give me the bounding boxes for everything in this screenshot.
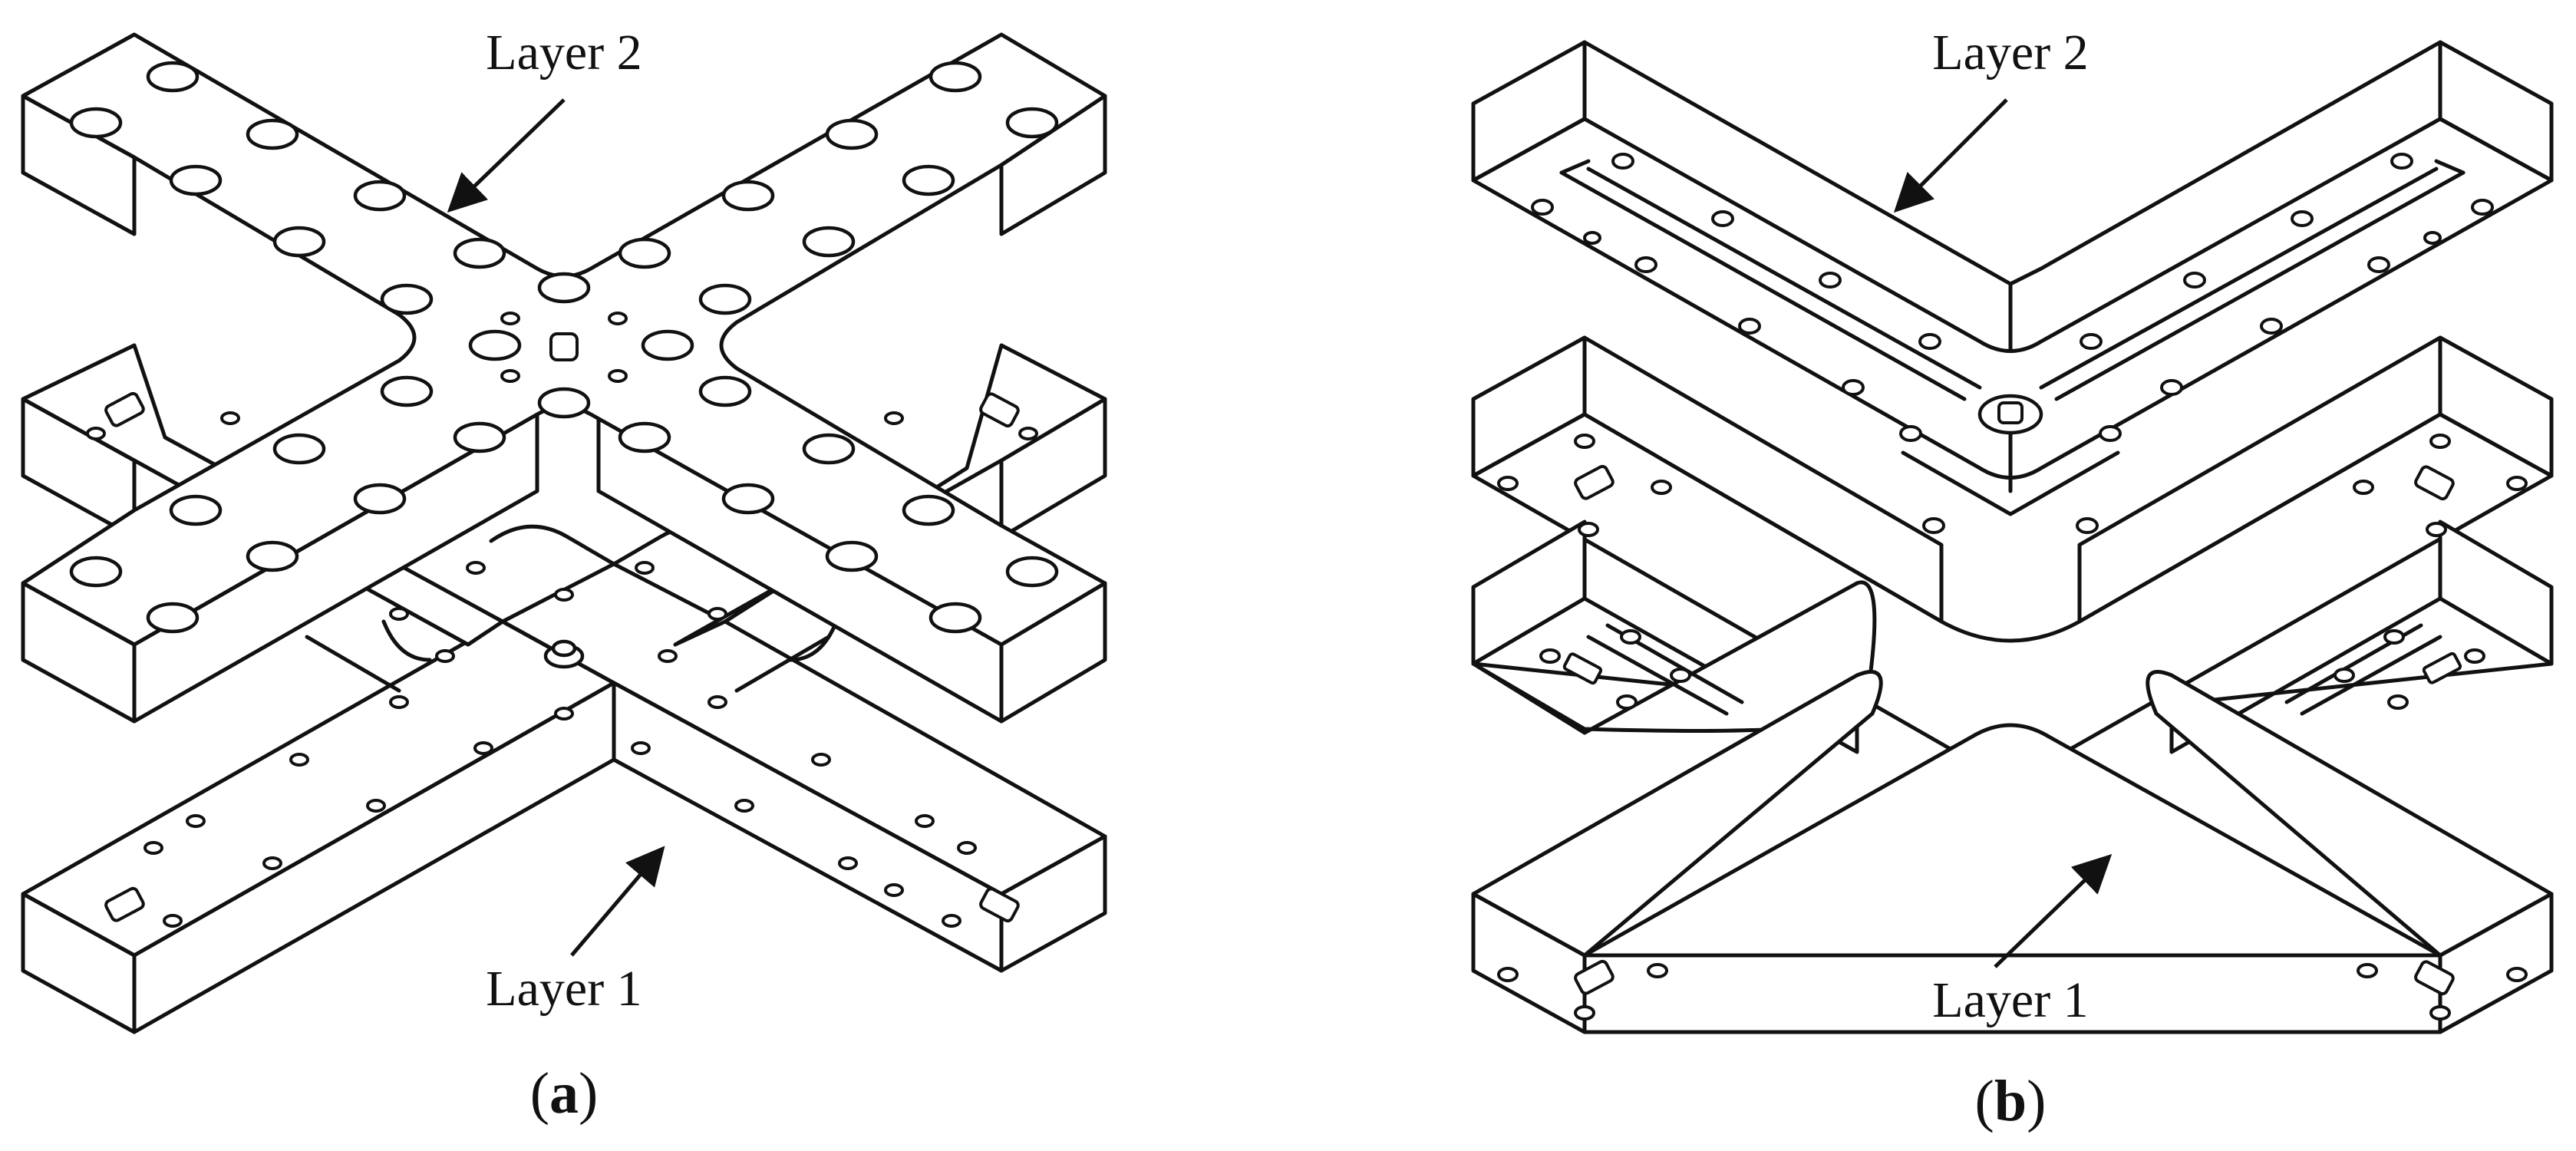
panel-b-layer-2-holes — [1531, 153, 2494, 534]
panel-b: Layer 2 Layer 1 (b) — [1471, 25, 2554, 1133]
panel-a-layer-2-plate — [21, 32, 1107, 724]
panel-b-arrow-layer-1 — [1994, 854, 2113, 968]
panel-b-label-layer-2: Layer 2 — [1932, 25, 2088, 81]
panel-b-arrow-layer-2 — [1893, 98, 2008, 213]
panel-a-caption: (a) — [530, 1061, 599, 1126]
panel-b-label-layer-1: Layer 1 — [1932, 972, 2088, 1028]
panel-a-arrow-layer-1 — [570, 846, 665, 957]
panel-a: Layer 2 Layer 1 (a) — [21, 25, 1107, 1126]
panel-b-caption: (b) — [1975, 1069, 2047, 1133]
panel-b-layer-1-plate — [1471, 335, 2554, 1034]
panel-b-layer-2-plate — [1471, 40, 2554, 534]
panel-b-layer-1-holes — [1497, 434, 2528, 1021]
panel-a-label-layer-2: Layer 2 — [486, 25, 642, 81]
panel-a-arrow-layer-2 — [447, 98, 566, 213]
panel-a-label-layer-1: Layer 1 — [486, 961, 642, 1017]
panel-a-layer-1-holes — [86, 411, 1038, 928]
panel-a-layer-2-holes — [69, 61, 1059, 634]
